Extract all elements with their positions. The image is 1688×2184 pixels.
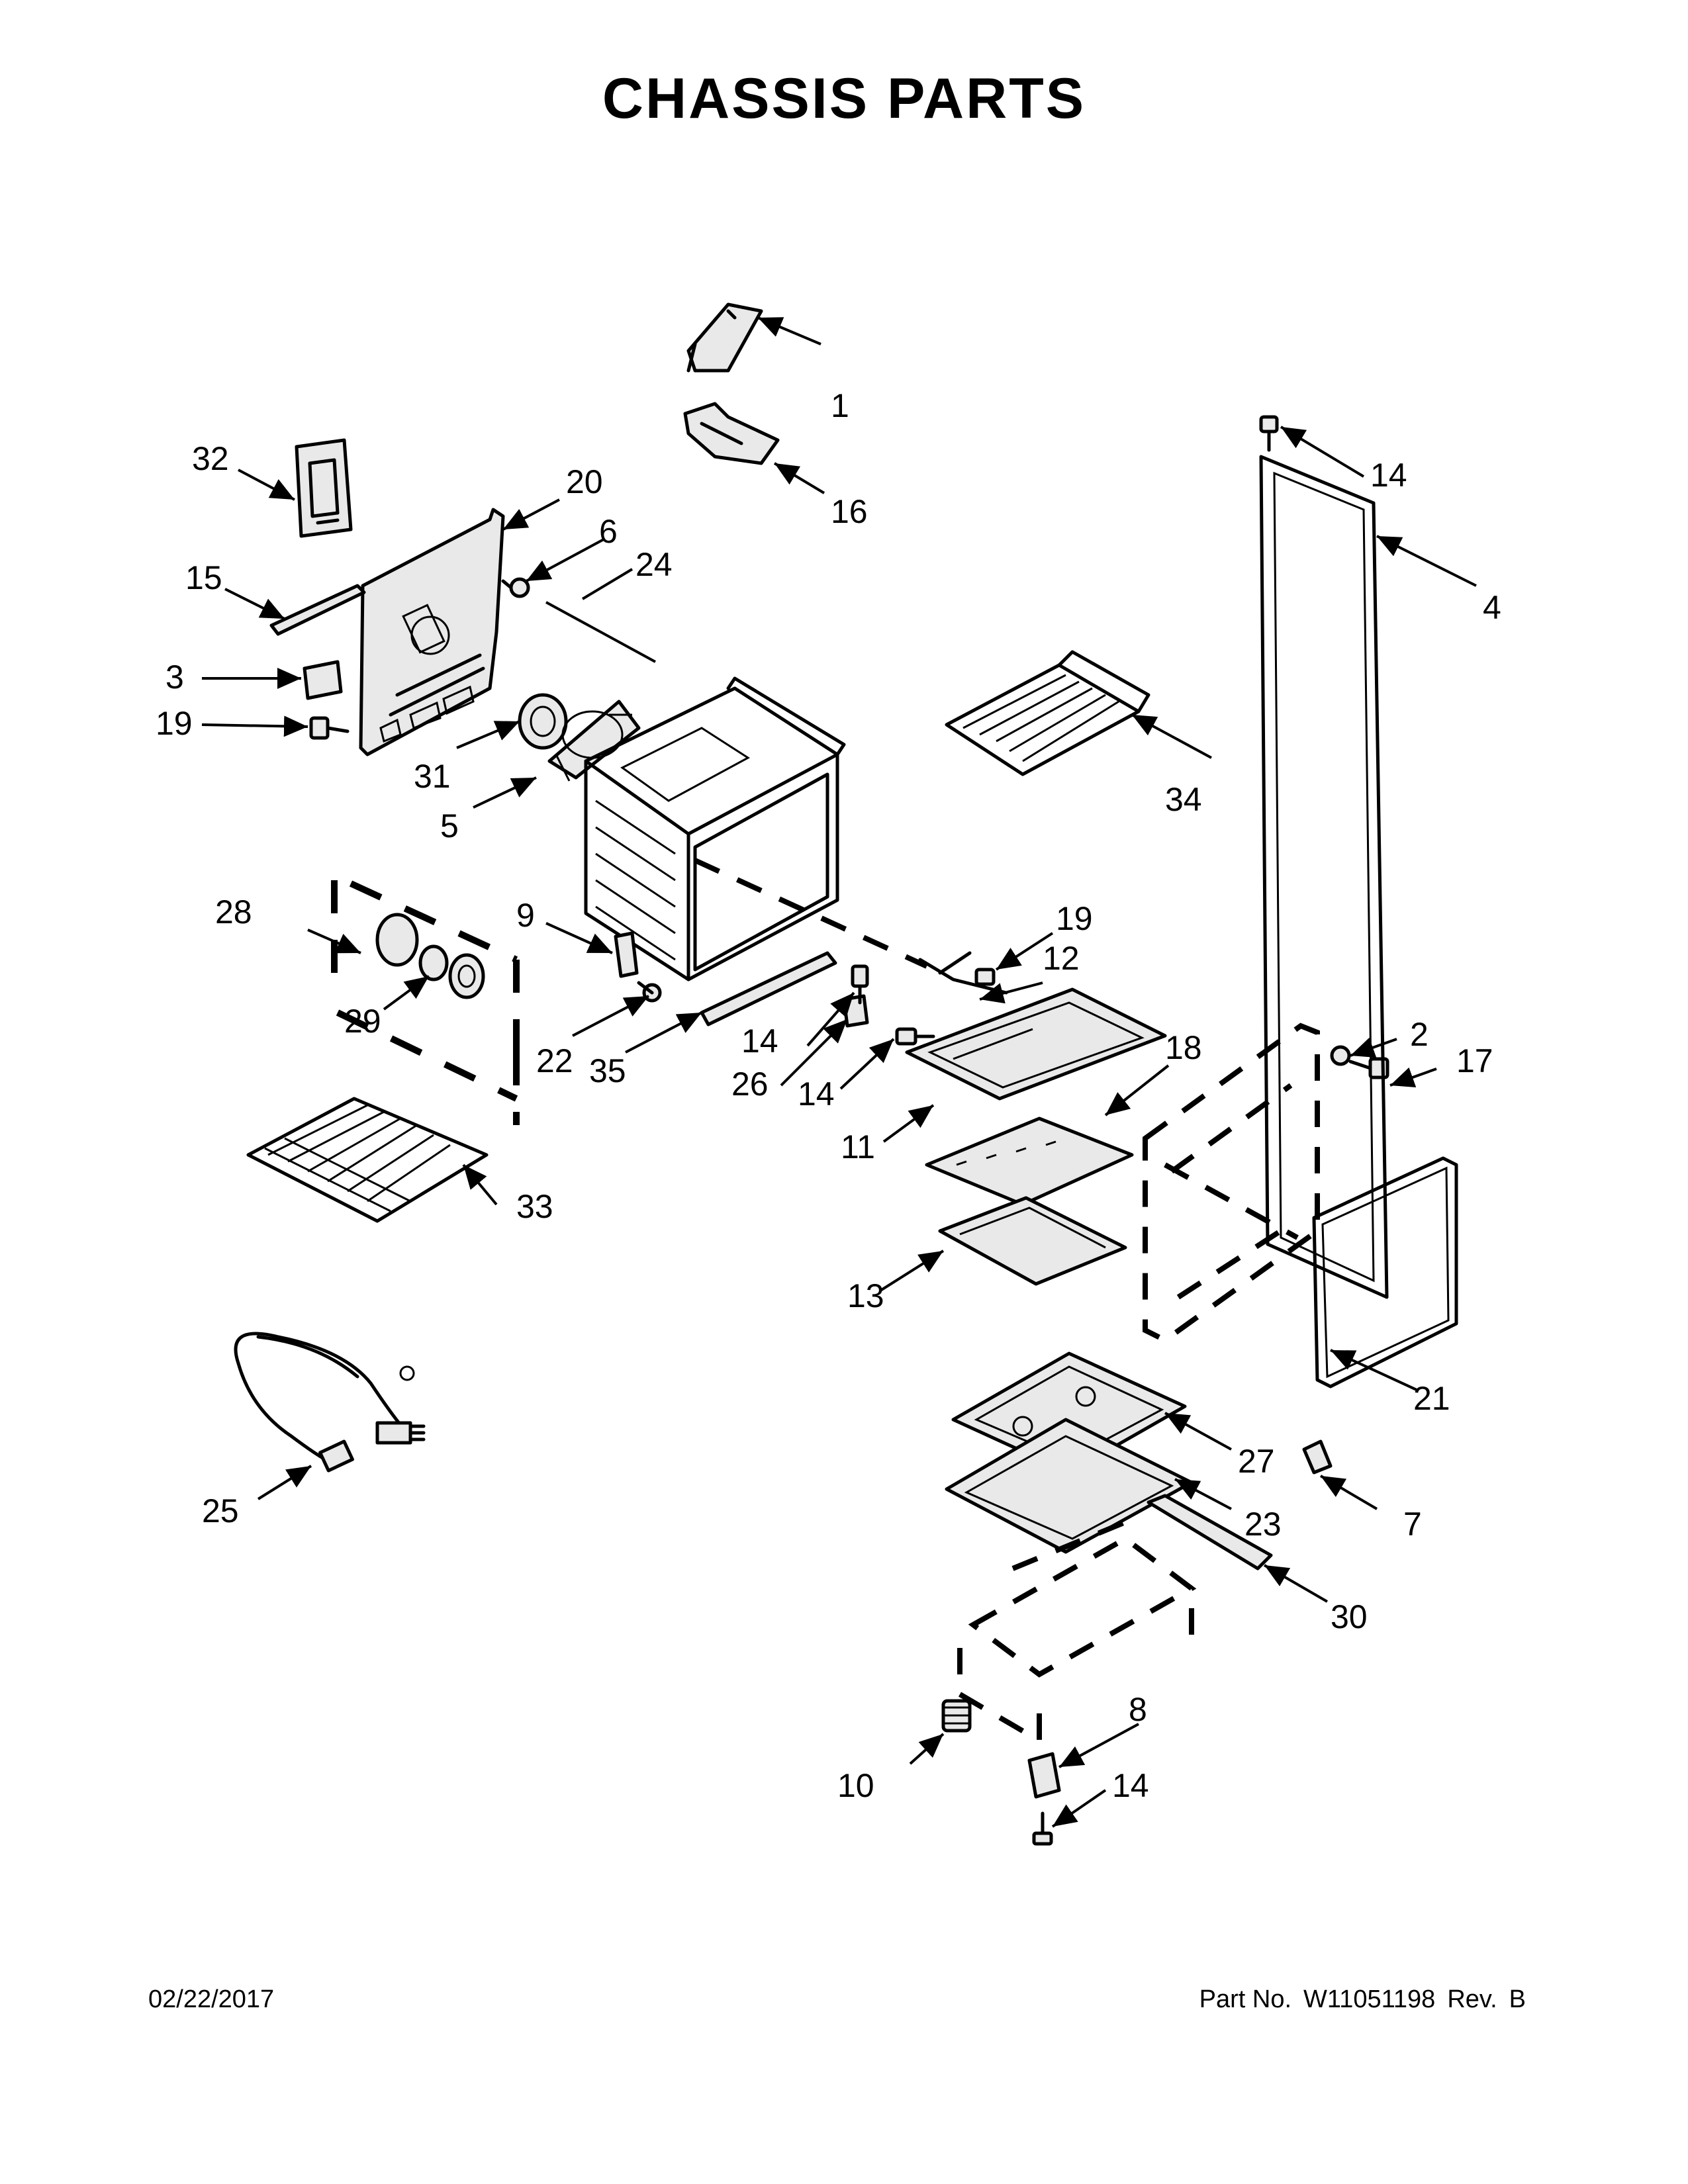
- footer-part-number: Part No. W11051198 Rev. B: [1188, 1985, 1526, 2014]
- callout-25: 25: [202, 1492, 239, 1529]
- part-leg-10: [941, 1699, 972, 1733]
- callout-13: 13: [847, 1277, 884, 1314]
- callout-14-center-b: 14: [798, 1075, 835, 1113]
- callout-12: 12: [1043, 940, 1080, 977]
- part-screw-14-bottom: [1032, 1811, 1053, 1846]
- callout-14-bottom: 14: [1112, 1767, 1149, 1804]
- assembly-box-28: [331, 880, 520, 1125]
- part-screw-19-right: [974, 968, 996, 986]
- callout-10: 10: [837, 1767, 874, 1804]
- part-bottom-frame: [957, 1520, 1197, 1745]
- part-clip-7: [1302, 1439, 1333, 1475]
- callout-24: 24: [635, 546, 673, 583]
- part-screw-14-center-a: [851, 964, 869, 1005]
- callout-34: 34: [1165, 781, 1202, 818]
- callout-18: 18: [1165, 1029, 1202, 1066]
- part-leg-bracket-8: [1027, 1752, 1061, 1799]
- part-fan-31: [518, 693, 568, 750]
- part-vent-duct: [686, 302, 763, 373]
- callout-23: 23: [1244, 1506, 1282, 1543]
- part-side-panel: [1143, 1023, 1320, 1343]
- part-rail-30: [1147, 1494, 1273, 1570]
- part-door-frame-4: [1259, 455, 1389, 1299]
- callout-19-left: 19: [156, 705, 193, 742]
- callout-3: 3: [165, 659, 184, 696]
- part-insulation-18: [925, 1116, 1134, 1206]
- callout-11: 11: [841, 1128, 875, 1165]
- callout-30: 30: [1331, 1598, 1368, 1635]
- part-base-plate-23: [945, 1418, 1194, 1554]
- rev-value: B: [1509, 1985, 1526, 2013]
- part-screw-14-center-b: [895, 1027, 935, 1046]
- callout-9: 9: [516, 897, 535, 934]
- part-no-label: Part No.: [1199, 1985, 1292, 2013]
- part-oven-cavity: [584, 676, 846, 981]
- part-screw-14-top: [1259, 415, 1279, 452]
- part-rail-15: [269, 584, 366, 636]
- callout-16: 16: [831, 493, 868, 530]
- callout-14-top: 14: [1370, 457, 1407, 494]
- callout-20: 20: [566, 463, 603, 500]
- part-bracket-3: [303, 660, 343, 700]
- assembly-line-side: [1164, 1162, 1299, 1240]
- part-inner-panel-11: [905, 987, 1167, 1101]
- part-duct-deflector: [683, 402, 780, 465]
- callout-4: 4: [1483, 589, 1501, 626]
- callout-19-right: 19: [1056, 900, 1093, 937]
- rev-label: Rev.: [1447, 1985, 1497, 2013]
- footer-date: 02/22/2017: [148, 1985, 275, 2013]
- callout-5: 5: [440, 807, 459, 844]
- part-trim-35: [700, 951, 837, 1026]
- callout-29: 29: [344, 1003, 381, 1040]
- callout-labels: 1 16 32 20 6 24 15 3 19 31 5 14 4 34 28 …: [156, 387, 1501, 1804]
- callout-7: 7: [1403, 1506, 1422, 1543]
- part-side-panel-inner: [1170, 1083, 1293, 1300]
- callout-14-center-a: 14: [741, 1023, 778, 1060]
- callout-28: 28: [215, 893, 252, 931]
- callout-35: 35: [589, 1052, 626, 1089]
- part-no-value: W11051198: [1303, 1985, 1436, 2013]
- part-gasket-21: [1312, 1156, 1458, 1388]
- part-screw-22: [637, 981, 662, 1003]
- part-pin-2: [1330, 1045, 1351, 1066]
- part-light-socket-29: [375, 913, 485, 999]
- callout-6: 6: [599, 513, 618, 550]
- callout-32: 32: [192, 440, 229, 477]
- part-power-cord-25: [234, 1332, 426, 1473]
- callout-22: 22: [536, 1042, 573, 1079]
- part-tray-13: [938, 1196, 1127, 1286]
- part-rack-33: [246, 1097, 489, 1223]
- callout-33: 33: [516, 1188, 553, 1225]
- part-rear-panel: [359, 508, 505, 756]
- callout-17: 17: [1456, 1042, 1493, 1079]
- callout-2: 2: [1410, 1016, 1429, 1053]
- callout-26: 26: [731, 1066, 769, 1103]
- callout-1: 1: [831, 387, 849, 424]
- part-bracket-32: [295, 438, 353, 538]
- callout-27: 27: [1238, 1443, 1275, 1480]
- part-wire-24: [545, 601, 656, 663]
- callout-15: 15: [185, 559, 222, 596]
- callout-21: 21: [1413, 1380, 1450, 1417]
- part-screw-19-left: [309, 716, 350, 740]
- leader-lines: [201, 316, 1477, 1828]
- callout-8: 8: [1129, 1691, 1147, 1728]
- callout-31: 31: [414, 758, 451, 795]
- part-screw-6: [501, 577, 530, 598]
- part-rack-34: [945, 650, 1150, 776]
- page-title: CHASSIS PARTS: [602, 67, 1086, 130]
- part-bracket-9: [614, 931, 639, 978]
